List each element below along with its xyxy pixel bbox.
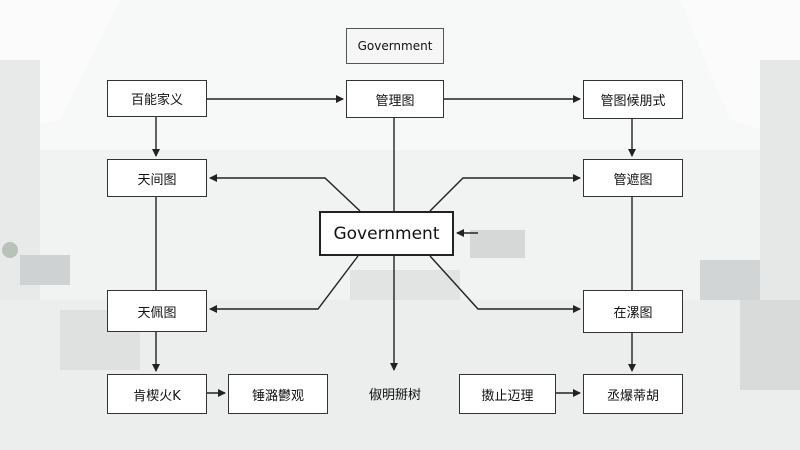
arrow-center-to-left-row3 — [209, 255, 359, 313]
node-bottom-4: 擞止迈理 — [459, 374, 556, 414]
node-center-government: Government — [319, 211, 454, 256]
node-bottom-3: 俶明掰树 — [368, 388, 421, 403]
node-bottom-2: 锤潞鬱观 — [228, 374, 328, 414]
node-row3-right: 在漯图 — [583, 290, 683, 333]
node-row1-left: 百能家义 — [107, 80, 207, 117]
arrow-center-to-right-row2 — [429, 174, 581, 212]
top-title-box: Government — [346, 28, 444, 64]
node-bottom-5: 丞爆蒂胡 — [583, 374, 683, 414]
node-row1-center: 管理图 — [346, 80, 444, 118]
node-row3-left: 天佩图 — [107, 290, 207, 332]
arrow-center-to-left-row2 — [209, 174, 361, 212]
node-row1-right: 管图候朋式 — [583, 80, 683, 119]
node-row2-left: 天间图 — [107, 159, 207, 197]
node-row2-right: 管遮图 — [583, 159, 683, 197]
arrow-center-to-right-row3 — [429, 255, 581, 313]
node-bottom-1: 肯楔火K — [107, 374, 207, 414]
